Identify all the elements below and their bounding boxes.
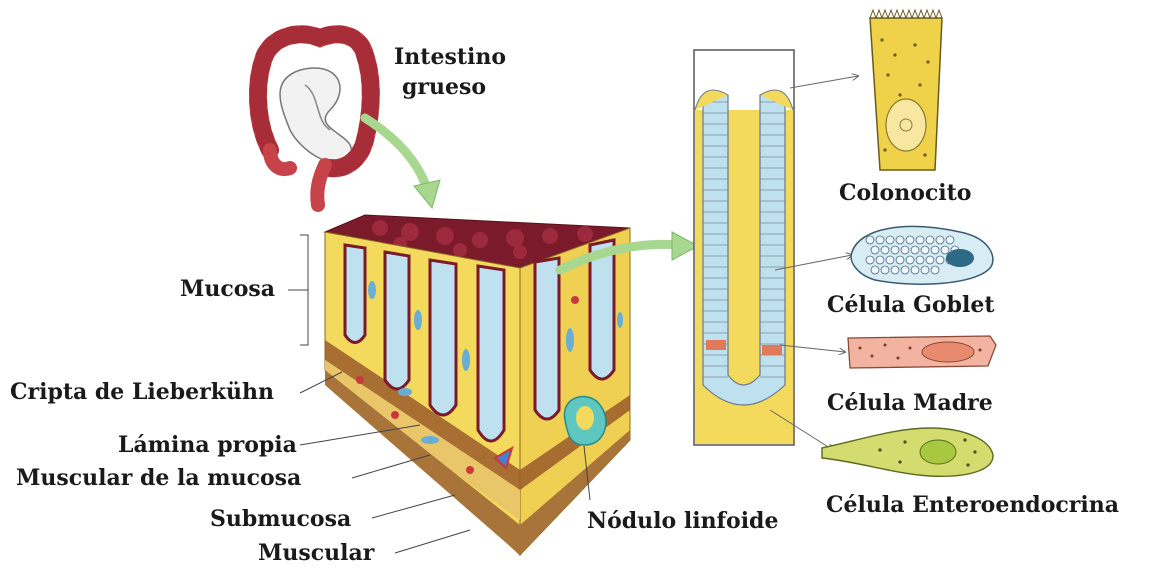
zoom-arrow-intestine (365, 118, 428, 192)
lymphoid-nodule-shape (564, 397, 605, 445)
label-lamina-propria: Lámina propia (118, 434, 297, 456)
crypt-detail-panel (694, 50, 794, 445)
label-crypt: Cripta de Lieberkühn (10, 381, 274, 403)
tissue-block (325, 215, 630, 555)
stem-cell-illustration (848, 336, 996, 368)
label-muscularis: Muscular (258, 542, 374, 564)
label-stem-cell: Célula Madre (827, 392, 993, 414)
enteroendocrine-cell-illustration (822, 428, 993, 476)
label-intestine-line1: Intestino (394, 46, 506, 68)
label-mucosa: Mucosa (180, 278, 275, 300)
label-lymphoid-nodule: Nódulo linfoide (587, 510, 778, 532)
label-intestine-line2: grueso (402, 76, 486, 98)
large-intestine-illustration (258, 34, 371, 205)
goblet-cell-illustration (851, 226, 993, 284)
colonocyte-illustration (870, 10, 942, 170)
label-submucosa: Submucosa (210, 508, 351, 530)
label-muscularis-mucosae: Muscular de la mucosa (16, 467, 301, 489)
label-goblet-cell: Célula Goblet (827, 294, 995, 316)
label-colonocyte: Colonocito (839, 182, 971, 204)
label-enteroendocrine-cell: Célula Enteroendocrina (826, 494, 1119, 516)
